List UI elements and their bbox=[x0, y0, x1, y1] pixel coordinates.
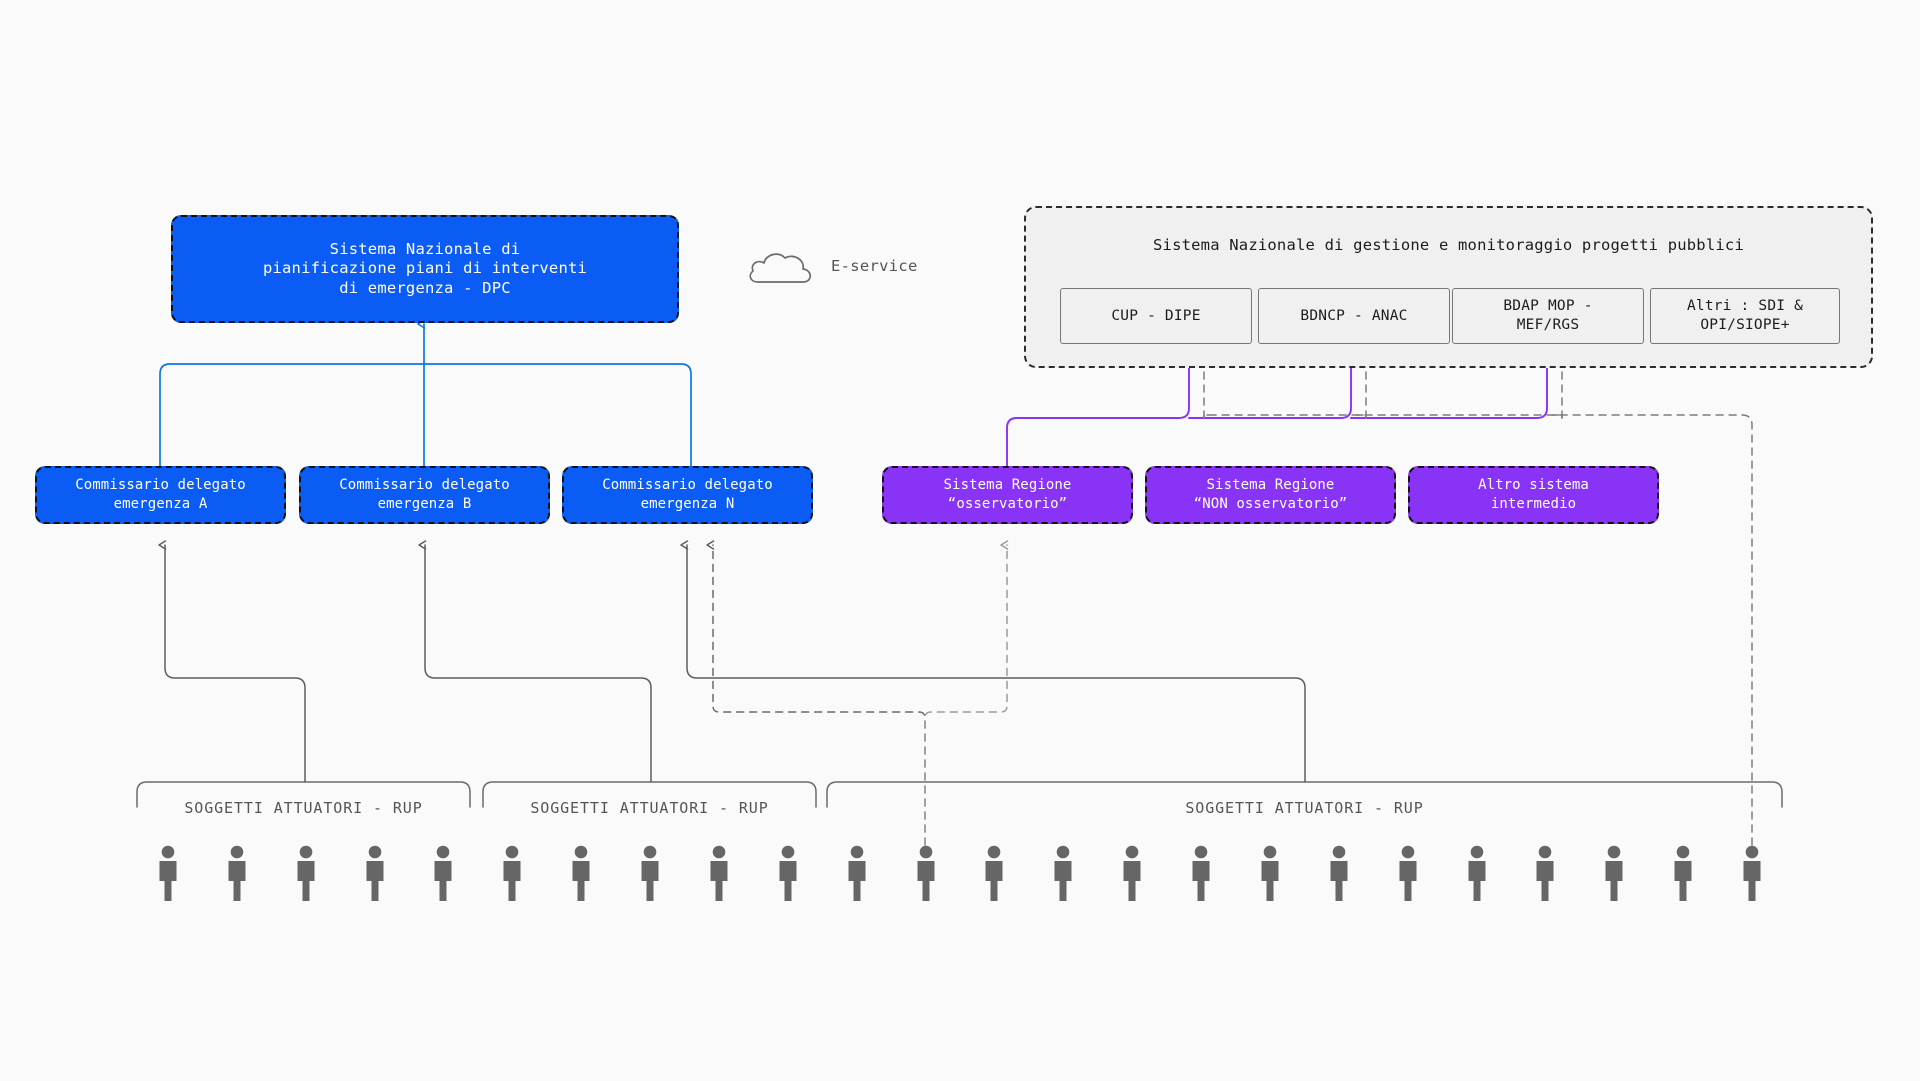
node-line-2: intermedio bbox=[1490, 496, 1577, 512]
person-icon[interactable] bbox=[155, 845, 181, 901]
person-icon[interactable] bbox=[224, 845, 250, 901]
node-line-1: Sistema Nazionale di bbox=[329, 239, 521, 258]
node-commissario-emergenza-n[interactable]: Commissario delegato emergenza N bbox=[562, 466, 813, 524]
node-line-1: Commissario delegato bbox=[75, 477, 246, 493]
node-line-1: Commissario delegato bbox=[339, 477, 510, 493]
person-icon[interactable] bbox=[1670, 845, 1696, 901]
eservice-label: E-service bbox=[831, 257, 918, 275]
brace-label-1: SOGGETTI ATTUATORI - RUP bbox=[184, 799, 423, 817]
node-line-2: OPI/SIOPE+ bbox=[1700, 317, 1790, 333]
node-line-1: BDAP MOP - bbox=[1503, 298, 1593, 314]
node-line-2: emergenza N bbox=[640, 496, 735, 512]
brace-label-2: SOGGETTI ATTUATORI - RUP bbox=[530, 799, 769, 817]
person-icon[interactable] bbox=[1532, 845, 1558, 901]
person-icon[interactable] bbox=[1188, 845, 1214, 901]
node-line-1: CUP - DIPE bbox=[1111, 307, 1201, 324]
node-line-1: Commissario delegato bbox=[602, 477, 773, 493]
person-icon[interactable] bbox=[362, 845, 388, 901]
node-bdap-mop-mef-rgs[interactable]: BDAP MOP - MEF/RGS bbox=[1452, 288, 1644, 344]
node-line-1: Sistema Regione bbox=[943, 477, 1072, 493]
node-commissario-emergenza-b[interactable]: Commissario delegato emergenza B bbox=[299, 466, 550, 524]
person-icon[interactable] bbox=[499, 845, 525, 901]
node-line-1: Altri : SDI & bbox=[1686, 298, 1804, 314]
node-line-2: “NON osservatorio” bbox=[1193, 496, 1348, 512]
person-icon[interactable] bbox=[430, 845, 456, 901]
node-sistema-regione-non-osservatorio[interactable]: Sistema Regione “NON osservatorio” bbox=[1145, 466, 1396, 524]
node-line-2: pianificazione piani di interventi bbox=[262, 259, 588, 278]
node-altro-sistema-intermedio[interactable]: Altro sistema intermedio bbox=[1408, 466, 1659, 524]
person-icon[interactable] bbox=[913, 845, 939, 901]
node-commissario-emergenza-a[interactable]: Commissario delegato emergenza A bbox=[35, 466, 286, 524]
node-line-1: BDNCP - ANAC bbox=[1300, 307, 1408, 324]
node-sistema-nazionale-dpc[interactable]: Sistema Nazionale di pianificazione pian… bbox=[171, 215, 679, 323]
person-icon[interactable] bbox=[1326, 845, 1352, 901]
person-icon[interactable] bbox=[981, 845, 1007, 901]
person-icon[interactable] bbox=[1464, 845, 1490, 901]
group-title: Sistema Nazionale di gestione e monitora… bbox=[1153, 236, 1744, 254]
person-icon[interactable] bbox=[1739, 845, 1765, 901]
node-line-2: emergenza A bbox=[113, 496, 208, 512]
node-line-3: di emergenza - DPC bbox=[339, 278, 511, 297]
node-line-1: Sistema Regione bbox=[1206, 477, 1335, 493]
brace-label-3: SOGGETTI ATTUATORI - RUP bbox=[1185, 799, 1424, 817]
node-sistema-regione-osservatorio[interactable]: Sistema Regione “osservatorio” bbox=[882, 466, 1133, 524]
person-icon[interactable] bbox=[1601, 845, 1627, 901]
node-line-2: emergenza B bbox=[377, 496, 472, 512]
node-altri-sdi-opi-siope[interactable]: Altri : SDI & OPI/SIOPE+ bbox=[1650, 288, 1840, 344]
node-cup-dipe[interactable]: CUP - DIPE bbox=[1060, 288, 1252, 344]
node-line-2: “osservatorio” bbox=[947, 496, 1068, 512]
eservice-group: E-service bbox=[745, 245, 918, 287]
person-icon[interactable] bbox=[293, 845, 319, 901]
cloud-icon bbox=[749, 253, 812, 283]
person-icon[interactable] bbox=[1395, 845, 1421, 901]
person-icon[interactable] bbox=[568, 845, 594, 901]
node-line-2: MEF/RGS bbox=[1516, 317, 1580, 333]
person-icon[interactable] bbox=[637, 845, 663, 901]
node-bdncp-anac[interactable]: BDNCP - ANAC bbox=[1258, 288, 1450, 344]
person-icon[interactable] bbox=[1119, 845, 1145, 901]
person-icon[interactable] bbox=[844, 845, 870, 901]
person-icon[interactable] bbox=[775, 845, 801, 901]
person-icon[interactable] bbox=[1050, 845, 1076, 901]
person-icon[interactable] bbox=[1257, 845, 1283, 901]
person-icon[interactable] bbox=[706, 845, 732, 901]
node-line-1: Altro sistema bbox=[1478, 477, 1589, 493]
